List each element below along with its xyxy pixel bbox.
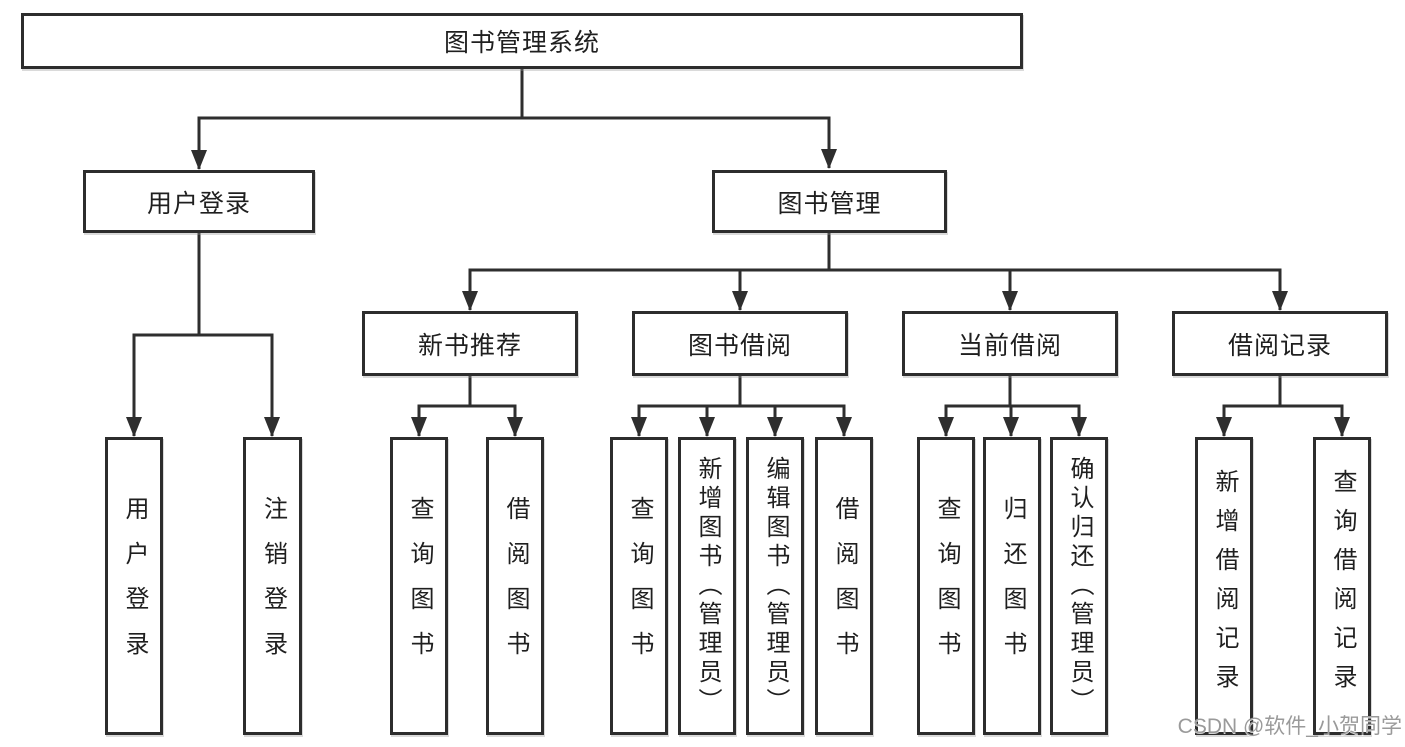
node-book-borrow: 图书借阅 [632,311,848,376]
node-label: 当前借阅 [957,331,1062,360]
leaf-label: 新增图书（管理员） [694,455,721,717]
leaf-user-login: 用户登录 [105,437,163,735]
leaf-label: 确认归还（管理员） [1066,455,1093,717]
leaf-borrow-books: 借阅图书 [815,437,873,735]
leaf-edit-books-admin: 编辑图书（管理员） [746,437,804,735]
leaf-label: 查询借阅记录 [1329,469,1356,703]
node-label: 图书借阅 [687,331,792,360]
leaf-query-borrow-record: 查询借阅记录 [1313,437,1371,735]
leaf-query-books-borrow: 查询图书 [610,437,668,735]
node-user-login: 用户登录 [83,170,315,233]
node-label: 新书推荐 [417,331,522,360]
leaf-add-borrow-record: 新增借阅记录 [1195,437,1253,735]
leaf-query-books-recommend: 查询图书 [390,437,448,735]
leaf-return-books: 归还图书 [983,437,1041,735]
leaf-label: 用户登录 [121,496,148,676]
leaf-label: 借阅图书 [502,496,529,676]
leaf-label: 查询图书 [626,496,653,676]
node-library-system: 图书管理系统 [21,13,1023,69]
leaf-label: 查询图书 [933,496,960,676]
node-label: 图书管理 [777,189,882,218]
leaf-confirm-return-admin: 确认归还（管理员） [1050,437,1108,735]
node-current-borrow: 当前借阅 [902,311,1118,376]
node-label: 图书管理系统 [443,29,600,57]
leaf-add-books-admin: 新增图书（管理员） [678,437,736,735]
leaf-label: 注销登录 [259,496,287,676]
node-borrow-records: 借阅记录 [1172,311,1388,376]
leaf-query-books-current: 查询图书 [917,437,975,735]
leaf-label: 借阅图书 [831,496,858,676]
leaf-label: 查询图书 [406,496,433,676]
leaf-label: 归还图书 [999,496,1026,676]
leaf-borrow-books-recommend: 借阅图书 [486,437,544,735]
node-new-book-recommend: 新书推荐 [362,311,578,376]
node-label: 用户登录 [146,189,251,218]
leaf-label: 编辑图书（管理员） [762,455,789,717]
node-book-management: 图书管理 [712,170,947,233]
leaf-label: 新增借阅记录 [1211,469,1238,703]
leaf-logout: 注销登录 [243,437,302,735]
csdn-watermark: CSDN @软件_小贺同学 [1177,715,1402,738]
node-label: 借阅记录 [1227,331,1332,360]
